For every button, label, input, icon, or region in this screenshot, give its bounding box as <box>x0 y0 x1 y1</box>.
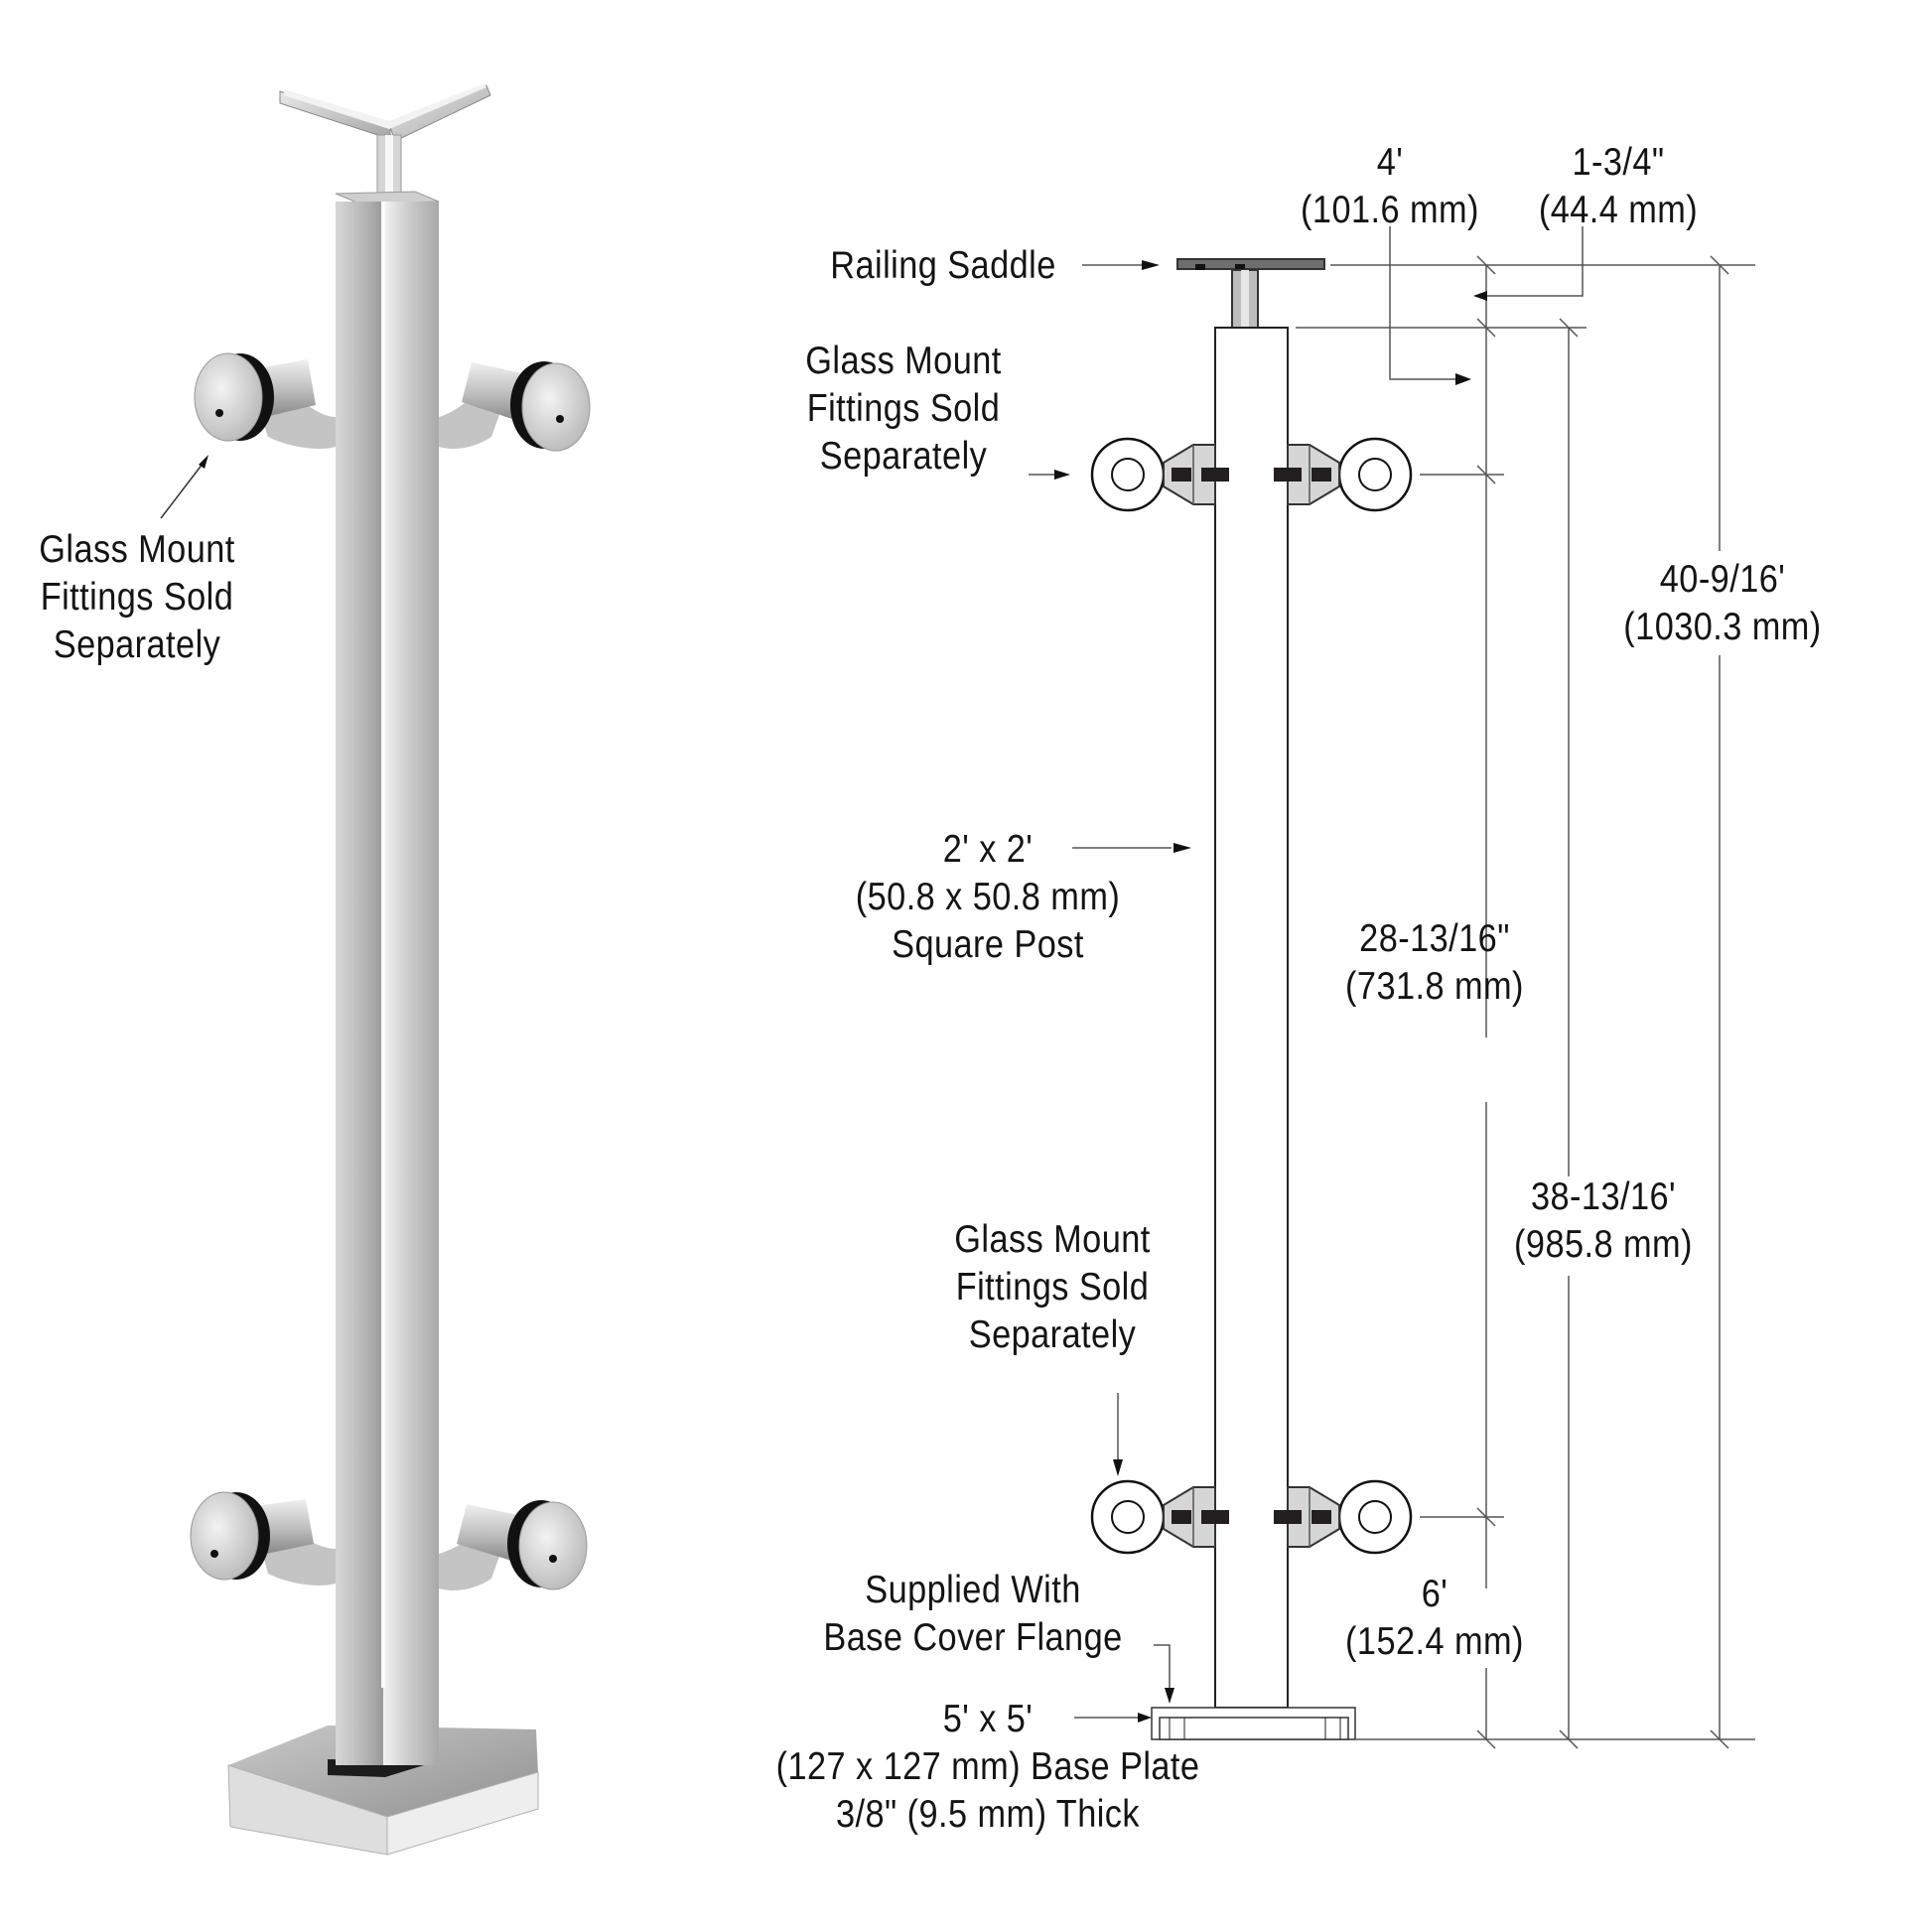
drawing-upper-right-fitting <box>1272 437 1413 512</box>
lower-fittings-line-2: Fittings Sold <box>955 1266 1150 1309</box>
dim-imperial: 40-9/16' <box>1659 558 1786 601</box>
photo-upper-left-fitting <box>194 352 336 449</box>
lower-fittings-label: Glass Mount Fittings Sold Separately <box>939 1216 1167 1359</box>
square-post-metric: (50.8 x 50.8 mm) <box>855 876 1121 918</box>
dim-post-height: 38-13/16' (985.8 mm) <box>1503 1173 1704 1269</box>
dim-fitting-offset-bottom: 6' (152.4 mm) <box>1334 1571 1535 1666</box>
dim-metric: (152.4 mm) <box>1345 1620 1524 1663</box>
railing-saddle-label: Railing Saddle <box>812 242 1074 290</box>
base-plate-thickness: 3/8" (9.5 mm) Thick <box>836 1793 1140 1836</box>
lower-fittings-line-1: Glass Mount <box>954 1218 1151 1261</box>
drawing-upper-left-fitting <box>1090 437 1231 512</box>
dim-metric: (44.4 mm) <box>1538 189 1699 231</box>
upper-fittings-line-2: Fittings Sold <box>806 387 1001 430</box>
base-flange-label: Supplied With Base Cover Flange <box>816 1567 1131 1662</box>
dim-imperial: 6' <box>1421 1573 1449 1615</box>
callout-line-2: Fittings Sold <box>40 576 234 619</box>
drawing-square-post <box>1214 327 1289 1709</box>
dim-fitting-spacing: 28-13/16" (731.8 mm) <box>1334 915 1535 1011</box>
base-plate-metric: (127 x 127 mm) Base Plate <box>775 1745 1200 1788</box>
lower-fittings-line-3: Separately <box>968 1313 1137 1356</box>
dim-metric: (101.6 mm) <box>1301 189 1479 231</box>
square-post-label: 2' x 2' (50.8 x 50.8 mm) Square Post <box>844 826 1132 969</box>
dim-imperial: 4' <box>1376 141 1404 184</box>
upper-fittings-label: Glass Mount Fittings Sold Separately <box>790 338 1018 481</box>
photo-lower-right-fitting <box>439 1500 588 1590</box>
drawing-lower-right-fitting <box>1272 1479 1413 1555</box>
base-flange-line-1: Supplied With <box>865 1569 1081 1611</box>
drawing-railing-saddle <box>1176 258 1325 329</box>
dim-imperial: 28-13/16" <box>1359 917 1510 960</box>
dim-metric: (731.8 mm) <box>1345 965 1524 1008</box>
dim-overall-height: 40-9/16' (1030.3 mm) <box>1613 556 1832 651</box>
dim-saddle-height: 1-3/4" (44.4 mm) <box>1522 139 1715 234</box>
callout-line-1: Glass Mount <box>39 528 235 571</box>
base-plate-size: 5' x 5' <box>942 1698 1034 1740</box>
drawing-base-plate <box>1151 1707 1356 1740</box>
dim-imperial: 38-13/16' <box>1530 1175 1676 1218</box>
square-post-size: 2' x 2' <box>942 828 1034 871</box>
photo-upper-right-fitting <box>439 361 591 452</box>
photo-base-plate <box>227 1688 539 1856</box>
photo-lower-left-fitting <box>190 1491 336 1586</box>
dim-fitting-offset-top: 4' (101.6 mm) <box>1294 139 1486 234</box>
dimension-arrowheads <box>1054 260 1487 1723</box>
dim-metric: (985.8 mm) <box>1514 1223 1693 1266</box>
railing-saddle-text: Railing Saddle <box>830 244 1056 287</box>
base-plate-label: 5' x 5' (127 x 127 mm) Base Plate 3/8" (… <box>769 1696 1206 1839</box>
dim-imperial: 1-3/4" <box>1572 141 1665 184</box>
upper-fittings-line-1: Glass Mount <box>805 340 1002 382</box>
dim-metric: (1030.3 mm) <box>1623 606 1822 648</box>
square-post-name: Square Post <box>892 923 1084 966</box>
photo-fittings-callout: Glass Mount Fittings Sold Separately <box>32 526 241 669</box>
base-flange-line-2: Base Cover Flange <box>823 1616 1123 1659</box>
photo-square-post <box>335 191 440 1775</box>
drawing-lower-left-fitting <box>1090 1479 1231 1555</box>
upper-fittings-line-3: Separately <box>819 435 988 478</box>
dimension-lines <box>1029 226 1755 1749</box>
photo-callout-arrow <box>160 455 208 519</box>
callout-line-3: Separately <box>53 623 221 666</box>
